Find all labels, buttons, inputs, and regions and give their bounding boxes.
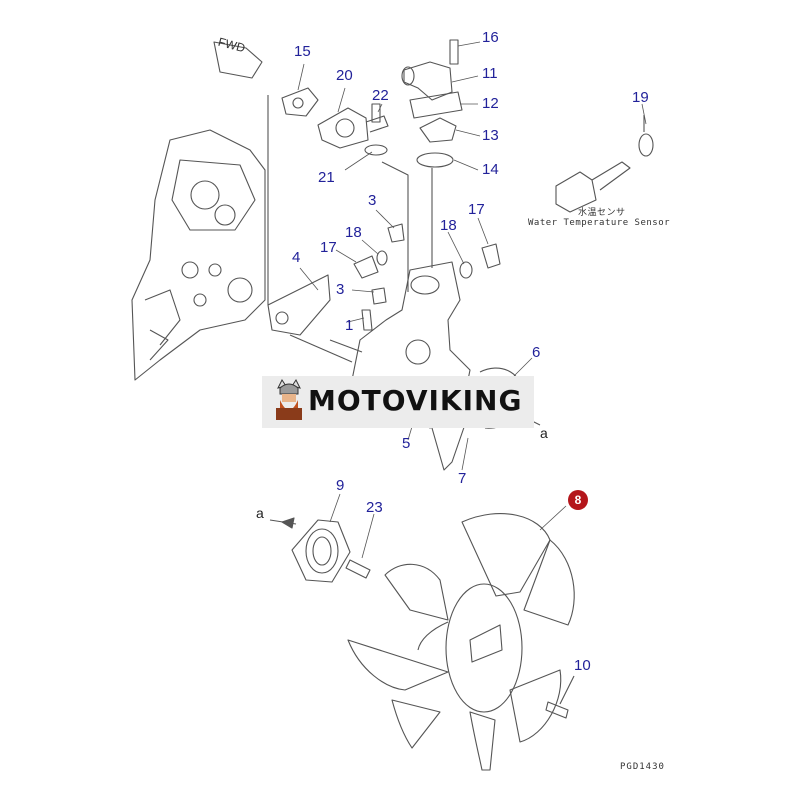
thermostat-housing-20 [317, 107, 369, 149]
plug-17-right [481, 243, 501, 269]
bolt-23 [345, 559, 371, 579]
water-temp-sensor-19 [555, 115, 654, 213]
water-pump-body [351, 261, 471, 429]
bolt-10 [545, 701, 569, 719]
drawing-code: PGD1430 [620, 762, 665, 772]
sensor-label-jp: 水温センサ [578, 208, 626, 218]
callout-6: 6 [532, 344, 541, 361]
callout-5: 5 [402, 435, 411, 452]
engine-block [131, 129, 266, 381]
callout-17-right: 17 [468, 201, 485, 218]
watermark-brand: MOTOVIKING [308, 384, 523, 417]
callout-1: 1 [345, 317, 354, 334]
water-outlet-11 [403, 61, 453, 101]
callout-11: 11 [482, 65, 498, 82]
plug-3-upper [387, 223, 405, 243]
callout-23: 23 [366, 499, 383, 516]
callout-22: 22 [372, 87, 389, 104]
bolt-16 [449, 39, 459, 65]
callout-9: 9 [336, 477, 345, 494]
callout-17-left: 17 [320, 239, 337, 256]
callout-18-right: 18 [440, 217, 457, 234]
plug-3-lower [371, 287, 387, 305]
gasket-4 [267, 274, 331, 336]
plug-17-left [353, 255, 379, 279]
reference-a-lower: a [256, 505, 264, 521]
callout-8-highlight: 8 [568, 490, 588, 510]
callout-3-lower: 3 [336, 281, 345, 298]
callout-3-upper: 3 [368, 192, 377, 209]
callout-13: 13 [482, 127, 499, 144]
callout-10: 10 [574, 657, 591, 674]
callout-20: 20 [336, 67, 353, 84]
seal-18-right [459, 261, 473, 279]
viking-mascot-icon [276, 379, 302, 420]
callout-4: 4 [292, 249, 301, 266]
bolt-1 [361, 309, 373, 331]
o-ring-21 [364, 144, 388, 156]
cooling-fan-8 [347, 513, 575, 771]
callout-7: 7 [458, 470, 467, 487]
sensor-label-en: Water Temperature Sensor [528, 218, 671, 228]
callout-19: 19 [632, 89, 649, 106]
thermostat-13 [419, 117, 457, 143]
fwd-arrow [213, 41, 263, 79]
callout-18-left: 18 [345, 224, 362, 241]
callout-12: 12 [482, 95, 499, 112]
callout-14: 14 [482, 161, 499, 178]
callout-15: 15 [294, 43, 311, 60]
gasket-12 [409, 91, 463, 119]
bolt-22 [371, 103, 381, 123]
gasket-15 [281, 87, 319, 117]
fan-spacer-9 [291, 519, 351, 583]
watermark-banner [262, 376, 534, 428]
gasket-14 [416, 152, 454, 168]
callout-21: 21 [318, 169, 335, 186]
belt-7 [431, 409, 471, 471]
reference-a-upper: a [540, 425, 548, 441]
callout-16: 16 [482, 29, 499, 46]
seal-18-left [376, 250, 388, 266]
